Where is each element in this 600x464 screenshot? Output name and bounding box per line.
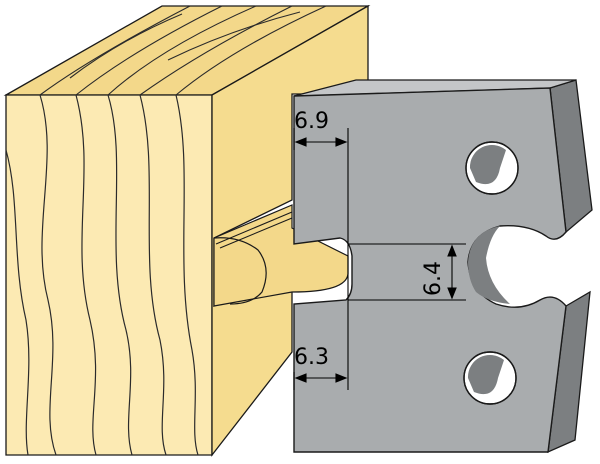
dimension-slot (348, 243, 466, 301)
wood-groove-edge (215, 211, 293, 249)
wood-top-grain (39, 5, 327, 96)
wood-block (3, 4, 371, 457)
wood-front-grain (5, 94, 199, 456)
dimension-bottom (293, 300, 349, 390)
blade-notch-shadow (468, 226, 510, 304)
dimension-top (293, 128, 349, 300)
dimension-top-label: 6.9 (294, 109, 329, 134)
wood-front-face (5, 94, 213, 456)
dimension-slot-label: 6.4 (421, 261, 446, 296)
mounting-hole-top (465, 141, 519, 195)
dimension-bottom-label: 6.3 (294, 345, 329, 370)
mounting-hole-bottom (463, 351, 517, 405)
knife-blade (293, 79, 593, 454)
